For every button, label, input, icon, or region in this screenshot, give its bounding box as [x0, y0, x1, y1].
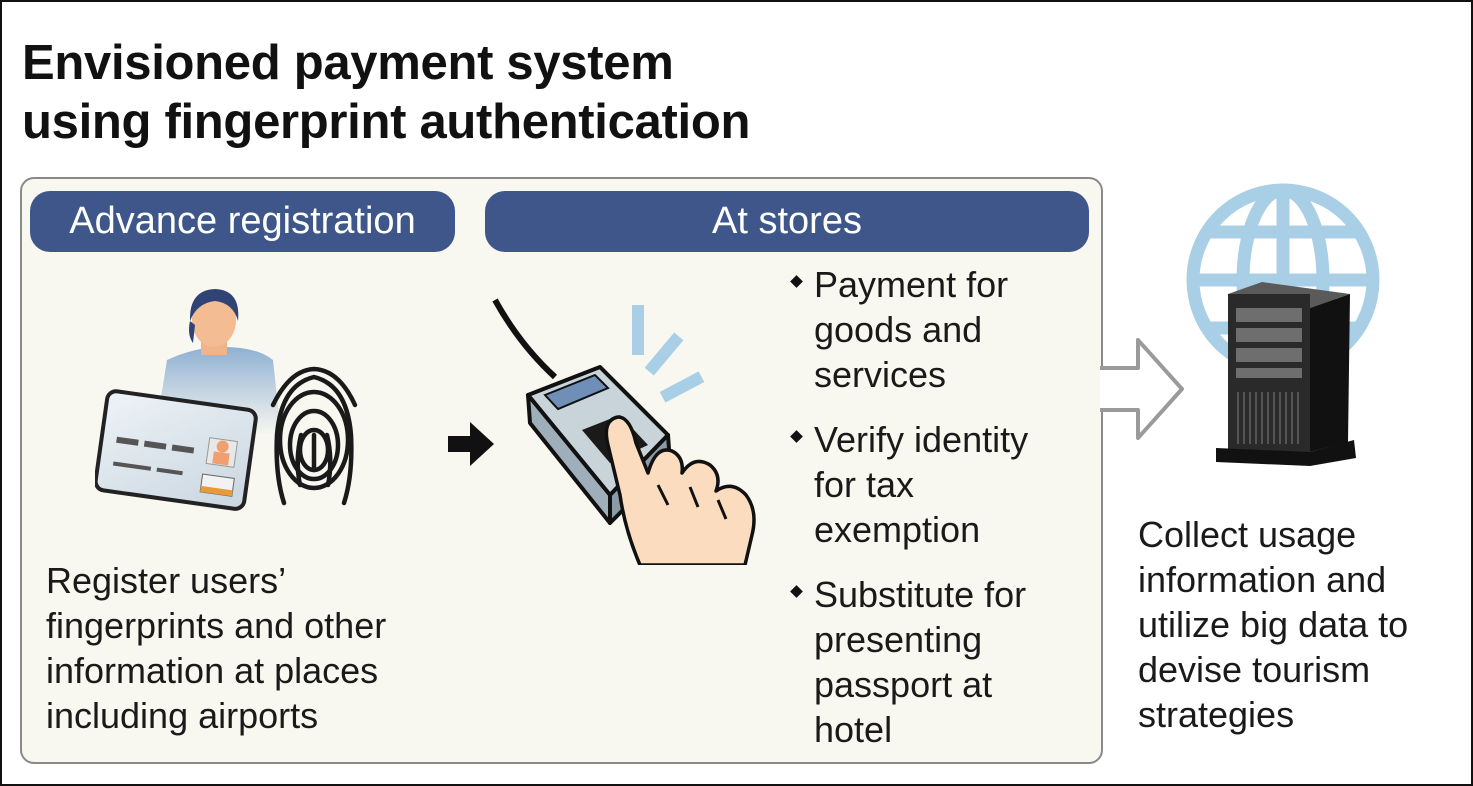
- data-server-illustration: [1186, 183, 1380, 466]
- arrow-right-icon: [448, 422, 494, 466]
- hand-icon: [604, 415, 756, 565]
- bullet-text: Verify identity for tax exemption: [814, 419, 1029, 550]
- fingerprint-scanner-illustration: [492, 298, 756, 565]
- server-icon: [1216, 282, 1356, 466]
- advance-registration-header: Advance registration: [30, 191, 455, 252]
- bullet-icon: [790, 585, 803, 598]
- large-arrow-icon: [1100, 338, 1184, 440]
- bullet-text: Substitute for presenting passport at ho…: [814, 574, 1027, 750]
- cable-icon: [492, 298, 558, 380]
- list-item: Substitute for presenting passport at ho…: [790, 572, 1090, 752]
- scan-light-icon: [632, 305, 705, 403]
- data-collection-description: Collect usage information and utilize bi…: [1138, 514, 1409, 735]
- bullet-icon: [790, 275, 803, 288]
- fingerprint-icon: [270, 366, 358, 506]
- store-uses-list: Payment for goods and services Verify id…: [790, 262, 1090, 772]
- diagram-title: Envisioned payment system using fingerpr…: [22, 34, 750, 152]
- credit-card-icon: [95, 389, 258, 511]
- registration-illustration: [95, 289, 358, 511]
- at-stores-header: At stores: [485, 191, 1089, 252]
- bullet-text: Payment for goods and services: [814, 264, 1009, 395]
- title-line-2: using fingerprint authentication: [22, 95, 751, 149]
- title-line-1: Envisioned payment system: [22, 36, 674, 90]
- bullet-icon: [790, 430, 803, 443]
- list-item: Verify identity for tax exemption: [790, 417, 1090, 552]
- registration-description: Register users’ fingerprints and other i…: [46, 560, 387, 736]
- list-item: Payment for goods and services: [790, 262, 1090, 397]
